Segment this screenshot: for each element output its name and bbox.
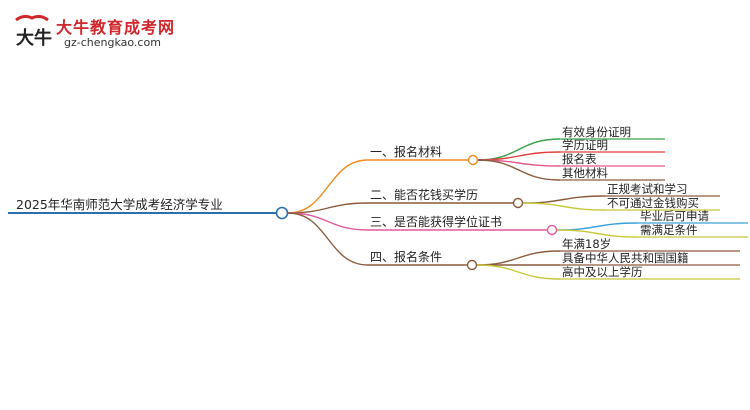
logo-mark-text: 大牛 (16, 27, 52, 49)
branch-node-dot (546, 224, 558, 236)
branch-label[interactable]: 二、能否花钱买学历 (370, 187, 478, 202)
leaf-edge (556, 222, 639, 231)
root-node-dot (275, 206, 289, 220)
leaf-label[interactable]: 高中及以上学历 (562, 265, 643, 279)
leaf-label[interactable]: 学历证明 (562, 138, 608, 152)
leaf-edge (556, 229, 639, 238)
leaf-label[interactable]: 年满18岁 (562, 237, 611, 251)
branch-label[interactable]: 一、报名材料 (370, 144, 442, 159)
branch-node-dot (512, 197, 524, 209)
branch-node-dot (466, 259, 478, 271)
leaf-edge (476, 264, 561, 280)
branch-label[interactable]: 四、报名条件 (370, 249, 442, 264)
branch-edge (287, 212, 369, 266)
leaf-edge (522, 195, 606, 204)
leaf-label[interactable]: 有效身份证明 (562, 125, 631, 139)
mind-map-edges (8, 138, 748, 280)
leaf-label[interactable]: 毕业后可申请 (640, 209, 709, 223)
branch-label[interactable]: 三、是否能获得学位证书 (370, 214, 502, 229)
bull-logo-icon: 大牛 (15, 14, 52, 49)
branch-node-dot (467, 154, 479, 166)
branch-edge (287, 202, 369, 214)
leaf-edge (522, 202, 606, 211)
root-node-label[interactable]: 2025年华南师范大学成考经济学专业 (16, 197, 223, 212)
leaf-label[interactable]: 不可通过金钱购买 (607, 196, 699, 210)
leaf-label[interactable]: 其他材料 (562, 166, 608, 180)
logo-title: 大牛教育成考网 (56, 18, 176, 37)
leaf-edge (477, 138, 561, 161)
leaf-label[interactable]: 具备中华人民共和国国籍 (562, 251, 689, 265)
leaf-label[interactable]: 报名表 (562, 152, 597, 166)
site-logo[interactable]: 大牛 大牛教育成考网 gz-chengkao.com (10, 12, 180, 52)
leaf-edge (477, 159, 561, 181)
logo-url: gz-chengkao.com (64, 36, 161, 49)
leaf-edge (476, 250, 561, 266)
branch-edge (287, 212, 369, 231)
mind-map-nodes: 2025年华南师范大学成考经济学专业 一、报名材料 有效身份证明学历证明报名表其他材… (16, 125, 709, 279)
leaf-label[interactable]: 需满足条件 (640, 223, 698, 237)
leaf-label[interactable]: 正规考试和学习 (607, 182, 688, 196)
branch-edge (287, 159, 369, 214)
